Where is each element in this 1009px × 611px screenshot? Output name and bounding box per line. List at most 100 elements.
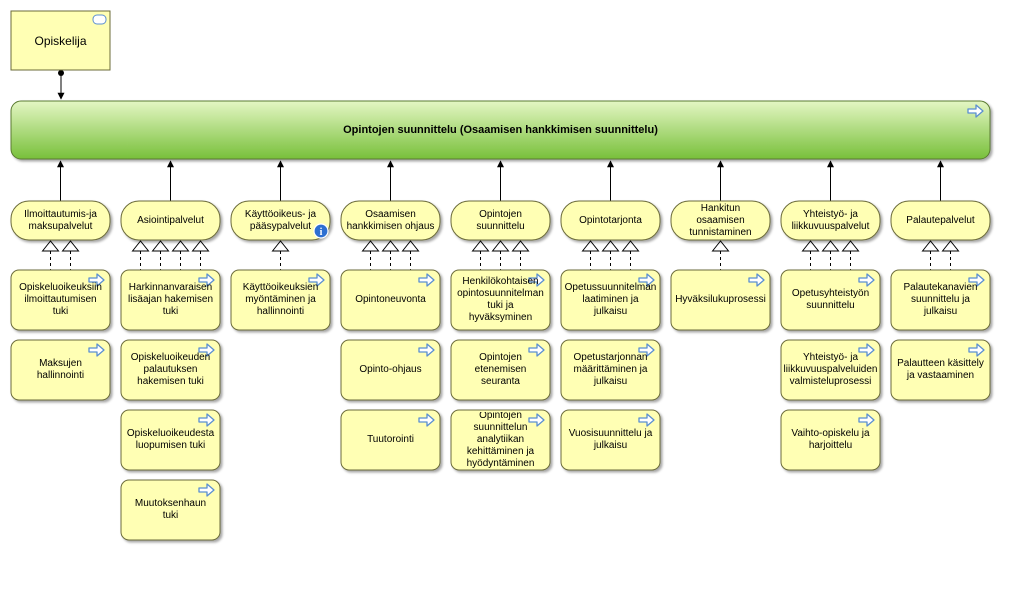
function-label: Ilmoittautumis-ja maksupalvelut bbox=[24, 208, 97, 232]
function-label: Palautepalvelut bbox=[906, 214, 975, 226]
service-arrow-shape bbox=[858, 273, 875, 287]
service-box bbox=[890, 269, 991, 331]
service-label: Opiskeluoikeudesta luopumisen tuki bbox=[126, 428, 215, 451]
realization-triangle bbox=[381, 240, 400, 252]
realization-triangle bbox=[171, 240, 190, 252]
service-box bbox=[10, 339, 111, 401]
service-box bbox=[450, 269, 551, 331]
info-icon-glyph: i bbox=[320, 227, 323, 238]
service-box bbox=[120, 269, 221, 331]
service-box bbox=[780, 409, 881, 471]
process-arrow-icon bbox=[967, 104, 984, 118]
service-box bbox=[120, 479, 221, 541]
service-box bbox=[560, 339, 661, 401]
service-box bbox=[780, 339, 881, 401]
service-label: Henkilökohtaisen opintosuunnitelman tuki… bbox=[457, 276, 544, 323]
actor-icon-shape bbox=[92, 14, 107, 25]
realization-triangle bbox=[61, 240, 80, 252]
service-arrow-shape bbox=[638, 413, 655, 427]
service-arrow-icon bbox=[528, 273, 545, 287]
function-label: Yhteistyö- ja liikkuvuuspalvelut bbox=[791, 208, 870, 232]
service-arrow-shape bbox=[88, 343, 105, 357]
service-box bbox=[780, 269, 881, 331]
service-arrow-shape bbox=[88, 273, 105, 287]
shapes: i bbox=[10, 10, 991, 541]
service-arrow-shape bbox=[418, 343, 435, 357]
service-arrow-icon bbox=[528, 413, 545, 427]
service-arrow-icon bbox=[968, 343, 985, 357]
realization-triangle bbox=[151, 240, 170, 252]
service-label: Opetusyhteistyön suunnittelu bbox=[791, 288, 870, 311]
service-box bbox=[230, 269, 331, 331]
process-label: Opintojen suunnittelu (Osaamisen hankkim… bbox=[343, 124, 658, 136]
service-arrow-icon bbox=[968, 273, 985, 287]
function-box bbox=[340, 200, 441, 241]
service-box bbox=[560, 409, 661, 471]
service-label: Opintojen etenemisen seuranta bbox=[474, 352, 527, 387]
function-label: Opintotarjonta bbox=[579, 214, 642, 226]
connectors bbox=[41, 70, 960, 270]
service-box bbox=[120, 409, 221, 471]
service-label: Opiskeluoikeuden palautuksen hakemisen t… bbox=[130, 352, 211, 387]
service-arrow-shape bbox=[528, 343, 545, 357]
service-label: Vaihto-opiskelu ja harjoittelu bbox=[791, 428, 870, 451]
realization-triangle bbox=[361, 240, 380, 252]
service-box bbox=[450, 339, 551, 401]
service-box bbox=[890, 339, 991, 401]
service-label: Opiskeluoikeuksiin ilmoittautumisen tuki bbox=[19, 282, 102, 317]
service-arrow-shape bbox=[308, 273, 325, 287]
service-arrow-icon bbox=[748, 273, 765, 287]
service-arrow-icon bbox=[418, 273, 435, 287]
service-arrow-shape bbox=[858, 343, 875, 357]
realization-triangle bbox=[581, 240, 600, 252]
realization-triangle bbox=[471, 240, 490, 252]
function-box bbox=[560, 200, 661, 241]
service-arrow-icon bbox=[308, 273, 325, 287]
service-arrow-icon bbox=[638, 273, 655, 287]
realization-triangle bbox=[941, 240, 960, 252]
service-arrow-shape bbox=[198, 483, 215, 497]
process-arrow-shape bbox=[967, 104, 984, 118]
function-box bbox=[890, 200, 991, 241]
service-box bbox=[340, 339, 441, 401]
service-label: Maksujen hallinnointi bbox=[36, 358, 85, 381]
info-icon: i bbox=[313, 223, 329, 239]
realization-triangle bbox=[841, 240, 860, 252]
function-box bbox=[10, 200, 111, 241]
service-arrow-icon bbox=[418, 413, 435, 427]
function-label: Opintojen suunnittelu bbox=[476, 208, 525, 232]
service-label: Yhteistyö- ja liikkuvuuspalveluiden valm… bbox=[783, 352, 878, 387]
service-arrow-shape bbox=[198, 273, 215, 287]
service-arrow-shape bbox=[748, 273, 765, 287]
function-box bbox=[230, 200, 331, 241]
service-label: Opetussuunnitelman laatiminen ja julkais… bbox=[564, 282, 657, 317]
realization-triangle bbox=[921, 240, 940, 252]
service-arrow-shape bbox=[418, 273, 435, 287]
service-arrow-icon bbox=[638, 343, 655, 357]
function-label: Osaamisen hankkimisen ohjaus bbox=[346, 208, 435, 232]
process-bar bbox=[10, 100, 991, 160]
service-box bbox=[10, 269, 111, 331]
service-label: Muutoksenhaun tuki bbox=[134, 498, 207, 521]
service-arrow-shape bbox=[418, 413, 435, 427]
realization-triangle bbox=[801, 240, 820, 252]
service-label: Käyttöoikeuksien myöntäminen ja hallinno… bbox=[242, 282, 319, 317]
service-label: Opinto-ohjaus bbox=[359, 364, 422, 375]
service-arrow-shape bbox=[968, 273, 985, 287]
realization-triangle bbox=[601, 240, 620, 252]
realization-triangle bbox=[271, 240, 290, 252]
service-box bbox=[560, 269, 661, 331]
service-arrow-icon bbox=[858, 413, 875, 427]
realization-triangle bbox=[821, 240, 840, 252]
realization-triangle bbox=[191, 240, 210, 252]
actor-icon bbox=[92, 14, 107, 25]
realization-triangle bbox=[41, 240, 60, 252]
service-label: Vuosisuunnittelu ja julkaisu bbox=[568, 428, 653, 451]
service-label: Palautekanavien suunnittelu ja julkaisu bbox=[903, 282, 978, 317]
service-arrow-shape bbox=[638, 343, 655, 357]
info-icon-circle bbox=[313, 223, 329, 239]
realization-triangle bbox=[131, 240, 150, 252]
service-arrow-icon bbox=[418, 343, 435, 357]
function-box bbox=[120, 200, 221, 241]
